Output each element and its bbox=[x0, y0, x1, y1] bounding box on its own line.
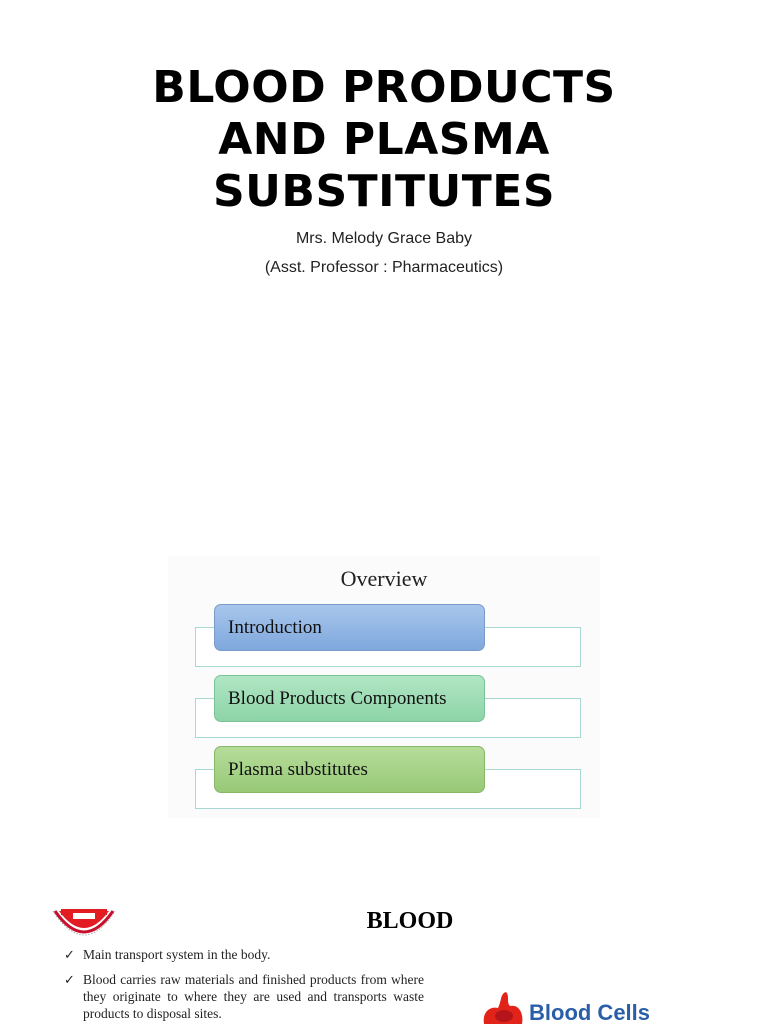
bullet-text: Blood carries raw materials and finished… bbox=[83, 972, 424, 1021]
slide-title: BLOOD PRODUCTS AND PLASMA SUBSTITUTES bbox=[0, 62, 768, 218]
checkmark-icon: ✓ bbox=[64, 947, 75, 962]
slide-title-line: AND PLASMA bbox=[218, 114, 550, 165]
college-logo-icon bbox=[52, 909, 116, 936]
overview-title: Overview bbox=[340, 566, 428, 591]
overview-item-plasma-substitutes: Plasma substitutes bbox=[214, 746, 485, 793]
slide-title-line: SUBSTITUTES bbox=[212, 166, 556, 217]
author-name: Mrs. Melody Grace Baby bbox=[295, 230, 473, 247]
bullet-text: Main transport system in the body. bbox=[83, 947, 271, 962]
blood-cells-label: Blood Cells bbox=[529, 1000, 651, 1024]
bullet-list: ✓ Main transport system in the body. ✓ B… bbox=[64, 946, 424, 1024]
bullet-item: ✓ Blood carries raw materials and finish… bbox=[64, 971, 424, 1022]
overview-item-blood-products: Blood Products Components bbox=[214, 675, 485, 722]
checkmark-icon: ✓ bbox=[64, 972, 75, 987]
bullet-item: ✓ Main transport system in the body. bbox=[64, 946, 424, 963]
blood-cell-icon bbox=[483, 992, 523, 1024]
blood-cells-image: Blood Cells bbox=[476, 990, 650, 1024]
blood-title: BLOOD bbox=[366, 908, 454, 934]
blood-slide: BLOOD ✓ Main transport system in the bod… bbox=[44, 890, 724, 1024]
overview-item-introduction: Introduction bbox=[214, 604, 485, 651]
slide-title-line: BLOOD PRODUCTS bbox=[152, 62, 616, 113]
author-role: (Asst. Professor : Pharmaceutics) bbox=[264, 259, 504, 276]
overview-slide: Overview Introduction Blood Products Com… bbox=[168, 556, 600, 818]
